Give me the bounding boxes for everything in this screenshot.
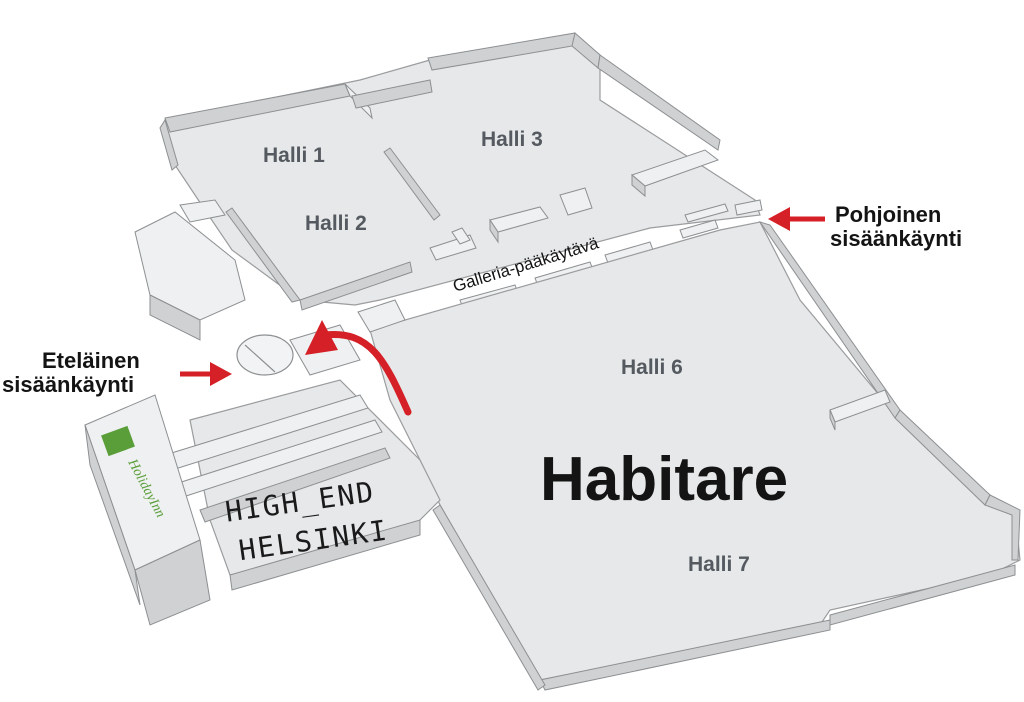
event-title: Habitare xyxy=(540,445,788,514)
upper-building xyxy=(159,32,763,311)
halli-2-label: Halli 2 xyxy=(305,212,367,235)
south-entrance-line1: Eteläinen xyxy=(42,348,140,373)
north-entrance-arrow xyxy=(768,207,825,231)
north-entrance-line1: Pohjoinen xyxy=(835,202,941,227)
south-entrance-line2: sisäänkäynti xyxy=(2,372,134,397)
route-arrow xyxy=(305,320,412,416)
halli-1-label: Halli 1 xyxy=(263,144,325,167)
north-entrance-line2: sisäänkäynti xyxy=(830,226,962,251)
halli-7-label: Halli 7 xyxy=(688,553,750,576)
left-wing xyxy=(84,211,441,626)
lower-building xyxy=(357,221,1021,691)
halli-6-label: Halli 6 xyxy=(621,356,683,379)
halli-3-label: Halli 3 xyxy=(481,128,543,151)
south-entrance-arrow xyxy=(180,362,232,386)
